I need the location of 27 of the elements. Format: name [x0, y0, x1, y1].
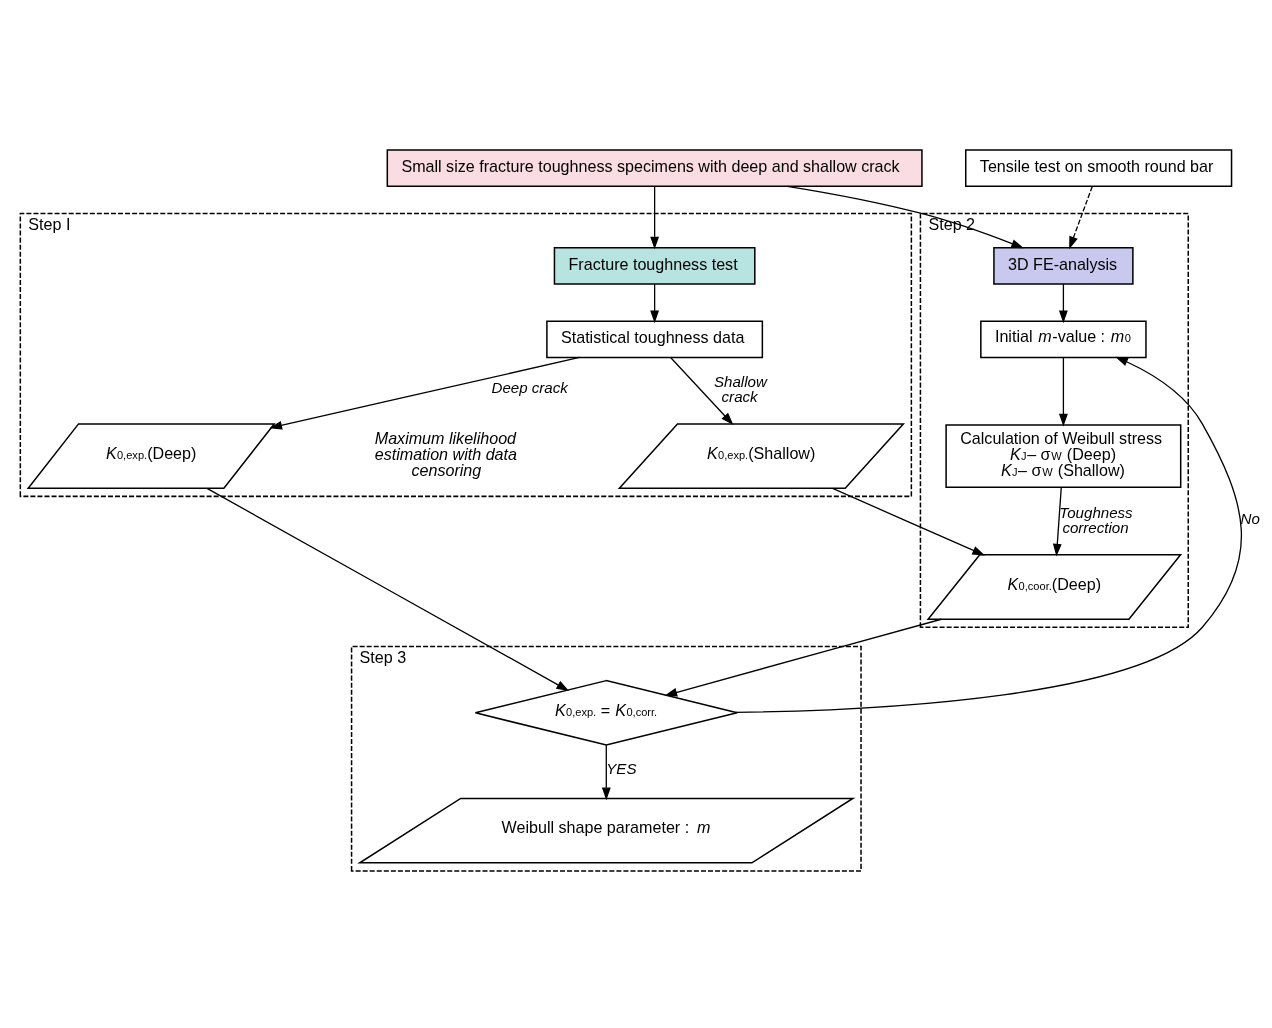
arrow: [1058, 282, 1068, 323]
arrow: [650, 282, 660, 323]
arrow: [1058, 356, 1068, 426]
arrow: [832, 487, 986, 555]
node-box: Fracture toughness test: [553, 246, 756, 285]
node-box: Tensile test on smooth round bar: [965, 148, 1233, 187]
node-box: Small size fracture toughness specimens with deep and shallow crack: [386, 148, 923, 187]
edge-label: YES: [606, 759, 637, 777]
arrow: [206, 487, 570, 691]
arrow: [786, 185, 1024, 248]
edge-label: Shallow crack: [714, 372, 767, 405]
arrow: [1052, 486, 1062, 557]
node-box: 3D FE-analysis: [993, 246, 1134, 285]
edge-label: Toughness correction: [1059, 503, 1133, 536]
arrow: [734, 356, 1242, 713]
arrow: [1069, 185, 1093, 249]
arrow: [664, 618, 942, 697]
arrow: [269, 356, 581, 430]
arrow: [601, 744, 611, 800]
node-box: Calculation of Weibull stress KJ– σW (Deep) KJ– σW (Shallow): [945, 423, 1182, 488]
arrow: [670, 356, 734, 425]
node-box: Statistical toughness data: [546, 319, 764, 358]
edge-label: Deep crack: [491, 378, 568, 396]
label: Maximum likelihood estimation with data censoring: [374, 428, 517, 479]
edge-label: No: [1240, 509, 1260, 527]
arrow: [650, 185, 660, 249]
node-box: Initial m-value : m0: [980, 319, 1147, 358]
